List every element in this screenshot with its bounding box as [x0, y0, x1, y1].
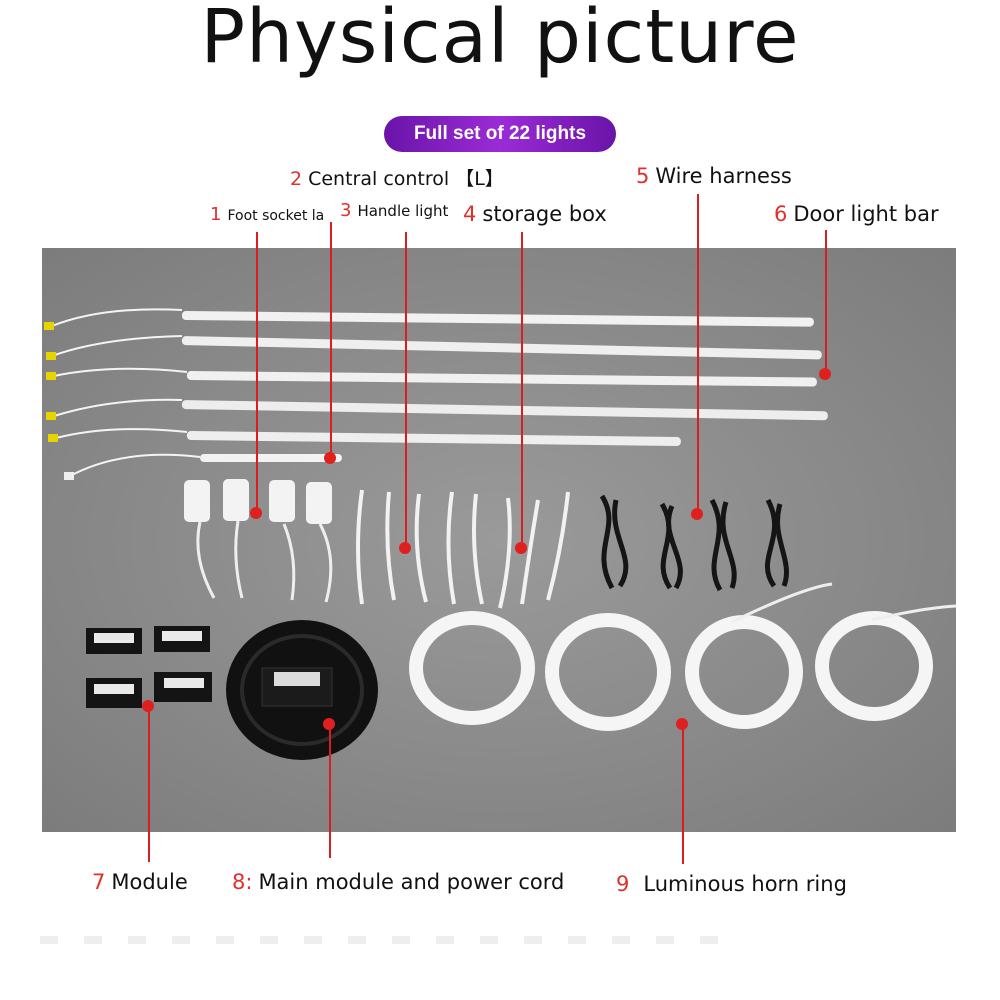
callout-line-5	[697, 194, 699, 514]
callout-dot-1	[250, 507, 262, 519]
callout-dot-3	[399, 542, 411, 554]
callout-dot-6	[819, 368, 831, 380]
callout-dot-5	[691, 508, 703, 520]
callout-line-1	[256, 232, 258, 512]
callout-dot-7	[142, 700, 154, 712]
callout-line-3	[405, 232, 407, 548]
label-main-module: 8:Main module and power cord	[232, 870, 565, 894]
door-light-bars	[44, 308, 828, 480]
callout-dot-8	[323, 718, 335, 730]
callout-line-2	[330, 222, 332, 458]
product-photo-graphic	[44, 308, 956, 760]
callout-line-8	[329, 724, 331, 858]
main-module-coil	[226, 620, 378, 760]
faint-footer-decoration	[40, 936, 740, 944]
callout-line-7	[148, 706, 150, 862]
full-set-badge: Full set of 22 lights	[384, 116, 616, 152]
callout-dot-4	[515, 542, 527, 554]
callout-line-4	[521, 232, 523, 548]
luminous-horn-rings	[409, 582, 956, 731]
wire-harnesses	[599, 494, 789, 592]
page-title: Physical picture	[200, 0, 800, 80]
callout-dot-2	[324, 452, 336, 464]
callout-dot-9	[676, 718, 688, 730]
foot-socket-lights	[184, 479, 333, 603]
handle-lights	[356, 489, 570, 609]
callout-line-6	[825, 230, 827, 374]
callout-line-9	[682, 724, 684, 864]
small-modules	[86, 626, 212, 708]
product-photo	[42, 248, 956, 832]
